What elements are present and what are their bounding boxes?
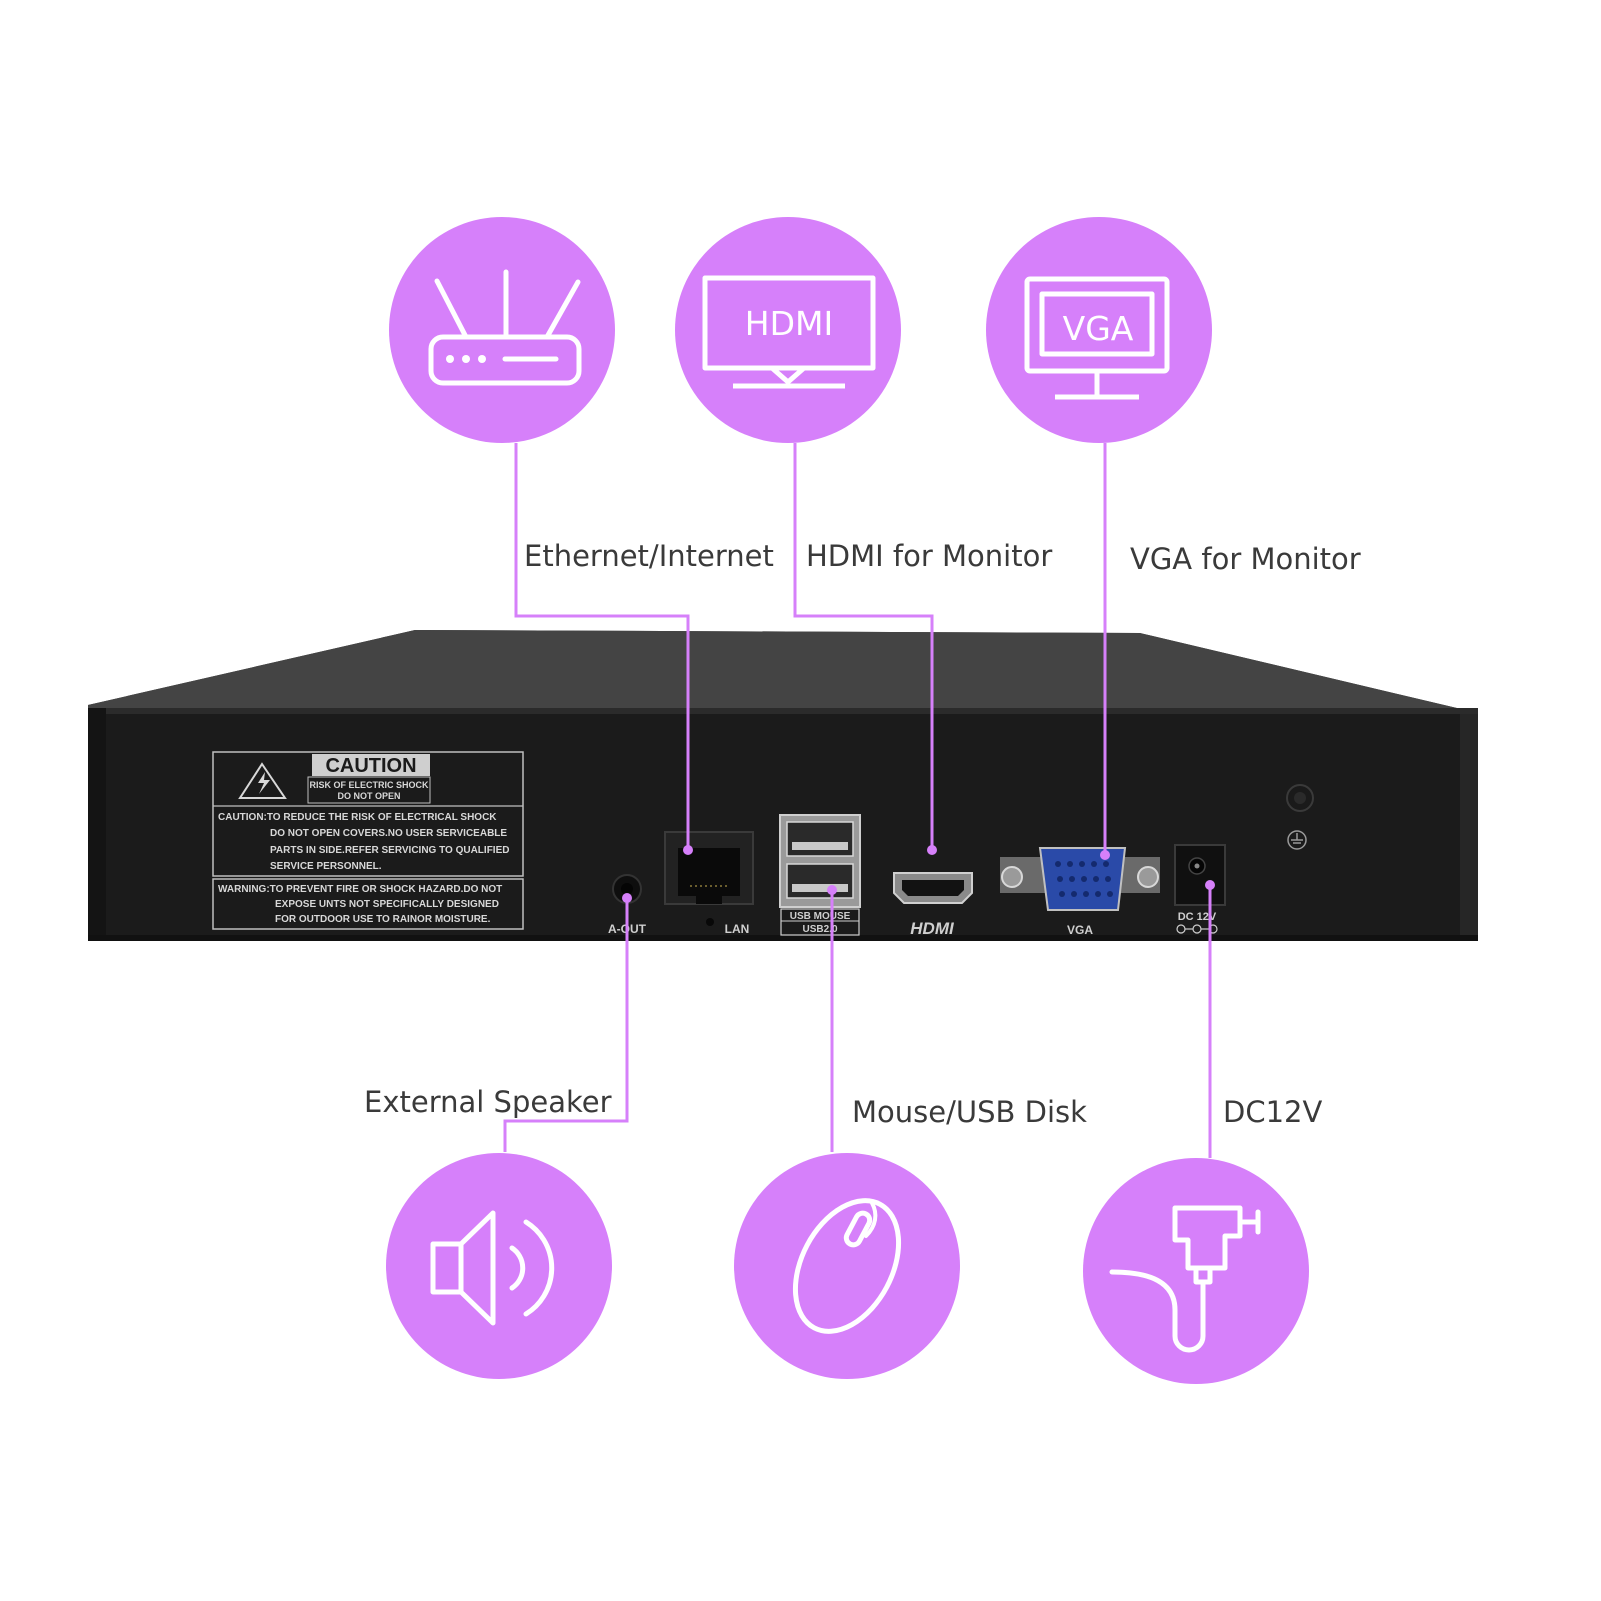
ground-symbol-icon bbox=[1287, 830, 1307, 850]
caution-body-3: PARTS IN SIDE.REFER SERVICING TO QUALIFI… bbox=[270, 845, 509, 856]
caution-body-1: CAUTION:TO REDUCE THE RISK OF ELECTRICAL… bbox=[218, 812, 497, 823]
hdmi-port-label: HDMI bbox=[910, 919, 955, 938]
usb-label: Mouse/USB Disk bbox=[852, 1095, 1087, 1129]
ethernet-label: Ethernet/Internet bbox=[524, 539, 774, 573]
caution-sub1: RISK OF ELECTRIC SHOCK bbox=[309, 780, 429, 790]
warning-triangle-icon bbox=[238, 762, 287, 799]
warning-line-2: EXPOSE UNTS NOT SPECIFICALLY DESIGNED bbox=[275, 899, 499, 910]
caution-sub2: DO NOT OPEN bbox=[337, 791, 400, 801]
usb-ports: USB MOUSE USB2.0 bbox=[779, 814, 861, 936]
speaker-icon bbox=[386, 1153, 612, 1379]
mouse-icon bbox=[734, 1153, 960, 1379]
warning-line-1: WARNING:TO PREVENT FIRE OR SHOCK HAZARD.… bbox=[218, 884, 502, 895]
speaker-connector-line bbox=[503, 898, 629, 1152]
polarity-symbol bbox=[1176, 924, 1218, 934]
ground-terminal bbox=[1286, 784, 1314, 850]
vga-icon-text: VGA bbox=[1063, 309, 1134, 348]
vga-port-label: VGA bbox=[1067, 923, 1093, 937]
speaker-label: External Speaker bbox=[364, 1085, 612, 1119]
hdmi-connector-line bbox=[793, 443, 934, 850]
vga-label: VGA for Monitor bbox=[1130, 542, 1361, 576]
router-icon bbox=[389, 217, 615, 443]
dc-port-label: DC 12V bbox=[1178, 911, 1217, 923]
vga-monitor-icon: VGA bbox=[986, 217, 1212, 443]
usb-label-2: USB2.0 bbox=[802, 924, 837, 935]
lan-label: LAN bbox=[725, 922, 750, 936]
power-label: DC12V bbox=[1223, 1095, 1323, 1129]
dc-power-port: DC 12V bbox=[1174, 844, 1226, 934]
ethernet-connector-line bbox=[514, 443, 690, 850]
connector-lines bbox=[503, 443, 1212, 1158]
hdmi-label: HDMI for Monitor bbox=[806, 539, 1053, 573]
connector-endpoints bbox=[622, 845, 1215, 903]
caution-body-2: DO NOT OPEN COVERS.NO USER SERVICEABLE bbox=[270, 828, 507, 839]
caution-label: CAUTION RISK OF ELECTRIC SHOCK DO NOT OP… bbox=[212, 751, 524, 930]
usb-label-1: USB MOUSE bbox=[790, 911, 851, 922]
hdmi-port: HDMI bbox=[893, 872, 973, 938]
nvr-device: CAUTION RISK OF ELECTRIC SHOCK DO NOT OP… bbox=[88, 630, 1478, 941]
power-adapter-icon bbox=[1083, 1158, 1309, 1384]
warning-line-3: FOR OUTDOOR USE TO RAINOR MOISTURE. bbox=[275, 914, 491, 925]
hdmi-monitor-icon: HDMI bbox=[675, 217, 901, 443]
caution-title: CAUTION bbox=[325, 755, 416, 777]
caution-body-4: SERVICE PERSONNEL. bbox=[270, 861, 382, 872]
lan-port: LAN bbox=[664, 831, 754, 936]
hdmi-icon-text: HDMI bbox=[745, 304, 833, 343]
vga-port: VGA bbox=[1000, 847, 1160, 937]
